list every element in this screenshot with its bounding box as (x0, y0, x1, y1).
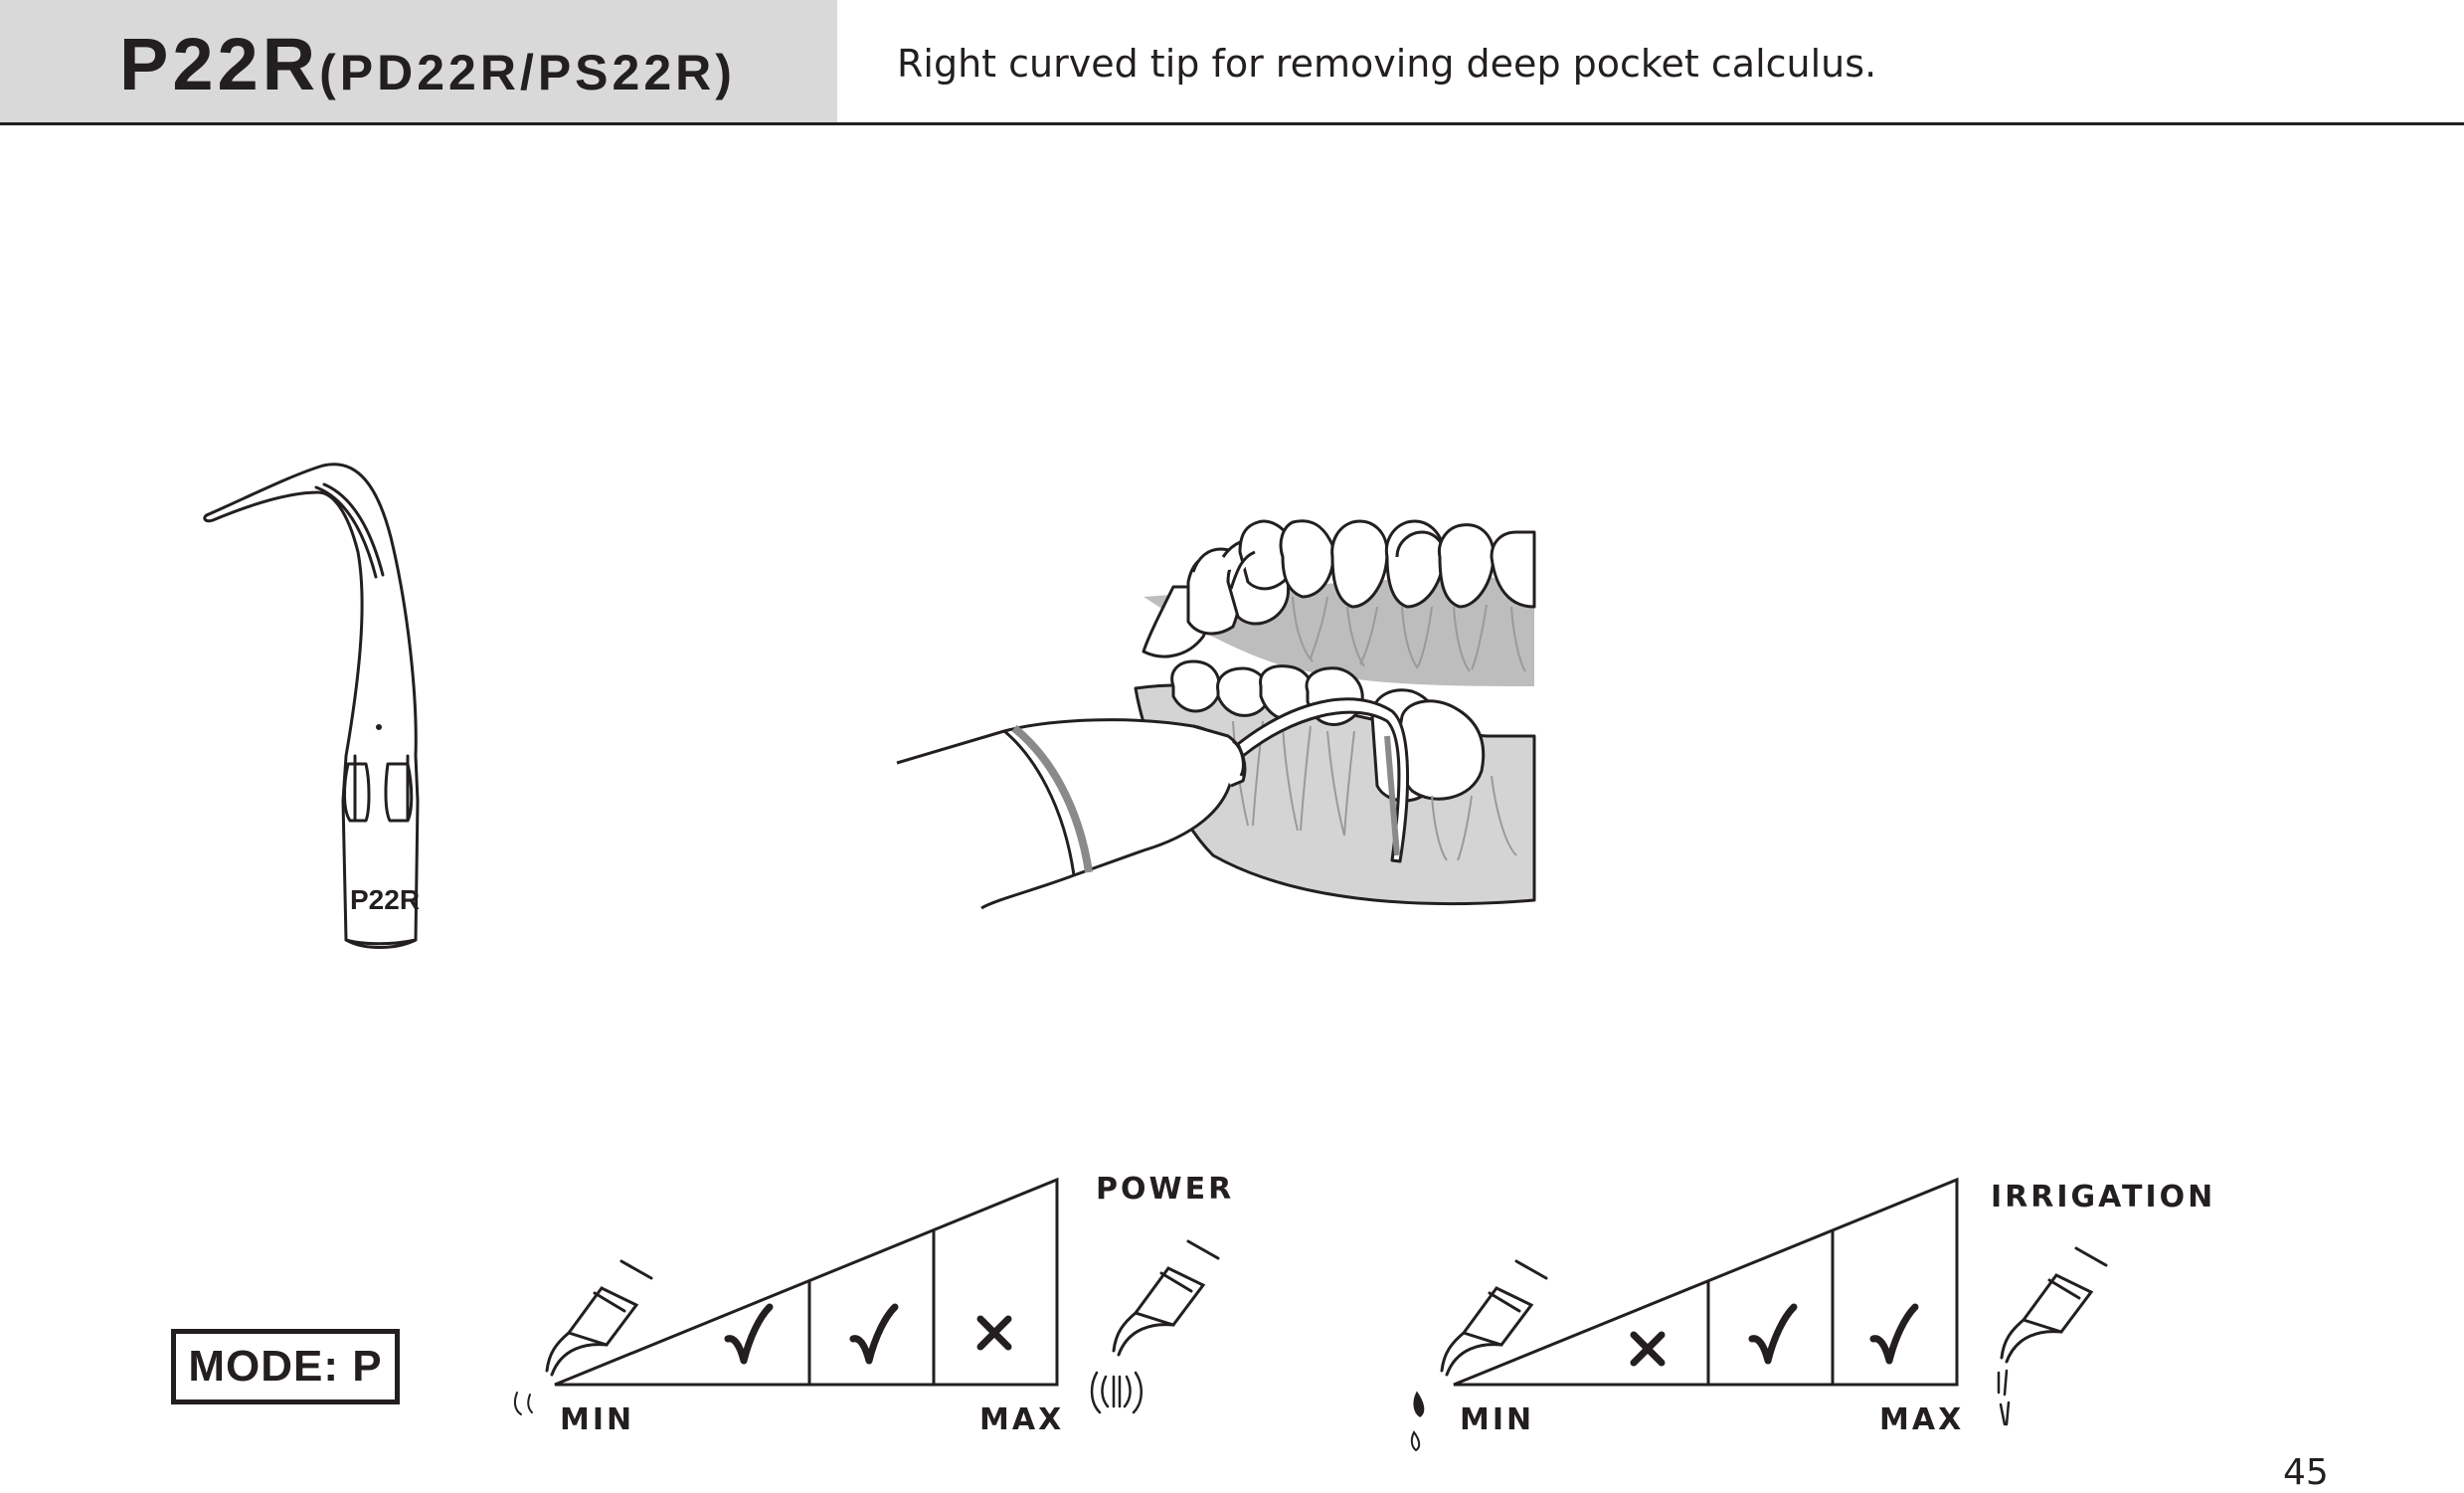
power-min-label: MIN (560, 1402, 635, 1437)
power-max-label: MAX (979, 1402, 1065, 1437)
tip-description: Right curved tip for removing deep pocke… (897, 42, 1877, 86)
irrigation-max-label: MAX (1879, 1402, 1965, 1437)
header-divider (0, 122, 2464, 125)
irrigation-min-label: MIN (1460, 1402, 1535, 1437)
irrigation-level-marks (1630, 1303, 1919, 1367)
power-cross-mark-3 (976, 1315, 1012, 1351)
power-level-marks (724, 1303, 1012, 1365)
model-variants: (PD22R/PS22R) (319, 45, 736, 100)
power-check-mark-2 (849, 1303, 899, 1365)
page-title: P22R(PD22R/PS22R) (119, 22, 736, 111)
power-scale-title: POWER (1096, 1172, 1235, 1207)
irrigation-max-handpiece-icon (1997, 1246, 2108, 1426)
power-check-mark-1 (724, 1303, 774, 1365)
power-scale (554, 1177, 1059, 1387)
header-band (0, 0, 839, 122)
irrigation-check-mark-2 (1748, 1303, 1798, 1365)
irrigation-scale-title: IRRIGATION (1991, 1180, 2216, 1214)
irrigation-scale (1453, 1177, 1959, 1387)
power-min-handpiece-icon (513, 1259, 653, 1415)
page-number: 45 (2283, 1452, 2329, 1493)
dental-scene-illustration (896, 519, 1536, 910)
model-name: P22R (119, 23, 320, 105)
irrigation-cross-mark-1 (1630, 1331, 1666, 1367)
irrigation-min-handpiece-icon (1410, 1259, 1548, 1452)
tip-engraving: P22R (350, 884, 420, 915)
scaler-tip-illustration (203, 463, 420, 949)
irrigation-check-mark-3 (1869, 1303, 1919, 1365)
mode-badge: MODE: P (171, 1329, 400, 1404)
power-max-handpiece-icon (1090, 1239, 1220, 1414)
